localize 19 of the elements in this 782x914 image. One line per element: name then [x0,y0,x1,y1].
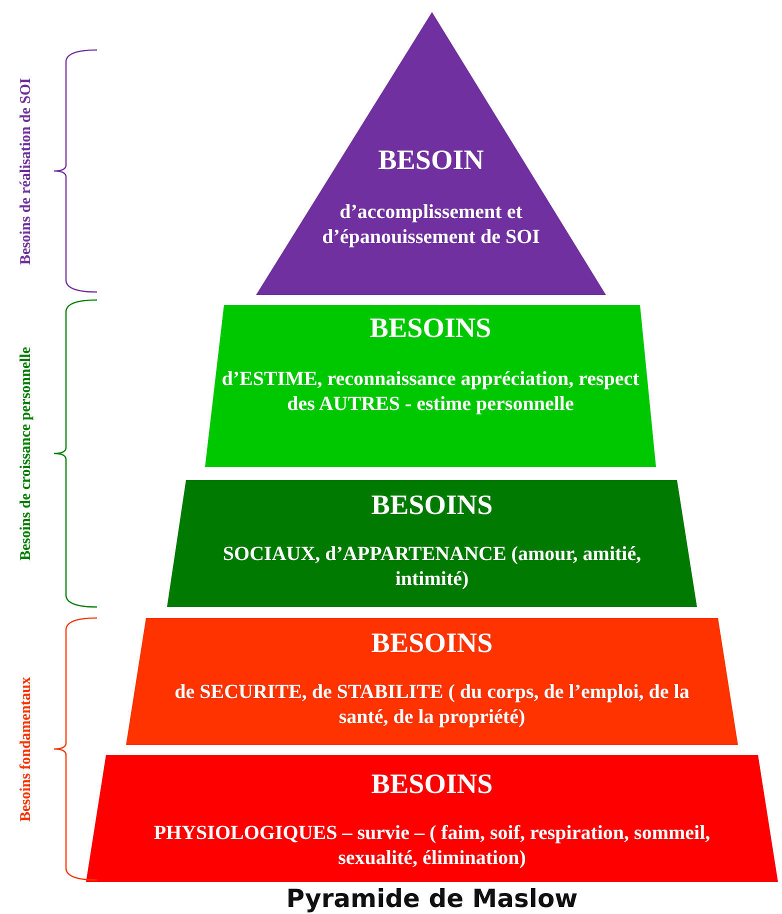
level-description: d’ESTIME, reconnaissance appréciation, respect des AUTRES - estime personnelle [220,367,640,417]
pyramid-level [86,755,778,882]
level-heading: BESOINS [370,490,494,522]
group-label: Besoins de croissance personnelle [18,347,35,560]
caption: Pyramide de Maslow [285,884,579,913]
pyramid-top-triangle [256,12,606,295]
level-description: PHYSIOLOGIQUES – survie – ( faim, soif, respiration, sommeil, sexualité, élimination) [152,821,712,871]
level-description: de SECURITE, de STABILITE ( du corps, de l’emploi, de la santé, de la propriété) [174,680,690,730]
level-description: SOCIAUX, d’APPARTENANCE (amour, amitié, intimité) [222,542,642,592]
pyramid-level [205,305,656,467]
level-heading: BESOINS [368,313,492,345]
pyramid-level [167,480,697,607]
level-heading: BESOINS [370,769,494,801]
group-label: Besoins fondamentaux [18,676,35,822]
level-heading: BESOIN [377,145,485,177]
group-label: Besoins de réalisation de SOI [18,78,35,264]
pyramid-level [126,618,738,745]
level-heading: BESOINS [370,628,494,660]
level-description: d’accomplissement et d’épanouissement de SOI [321,200,541,250]
